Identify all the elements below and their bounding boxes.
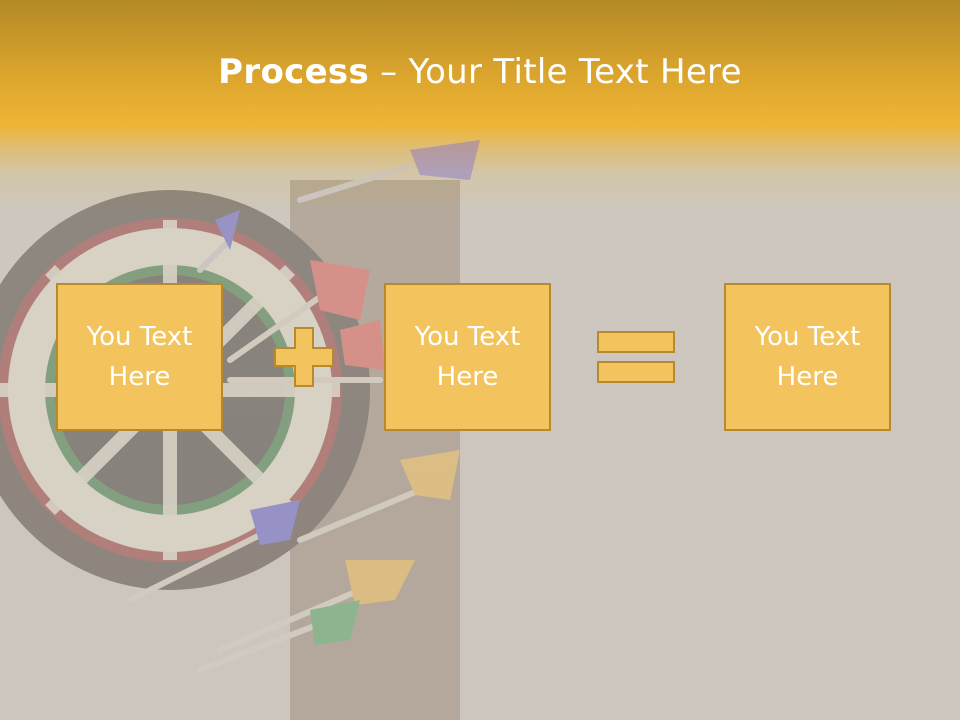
slide-title: Process – Your Title Text Here: [0, 52, 960, 92]
title-rest: – Your Title Text Here: [369, 52, 742, 92]
title-bold: Process: [218, 52, 370, 92]
process-box-2: You Text Here: [384, 283, 551, 431]
plus-icon: [274, 327, 334, 387]
process-box-3: You Text Here: [724, 283, 891, 431]
process-box-1: You Text Here: [56, 283, 223, 431]
equals-icon: [597, 331, 675, 383]
